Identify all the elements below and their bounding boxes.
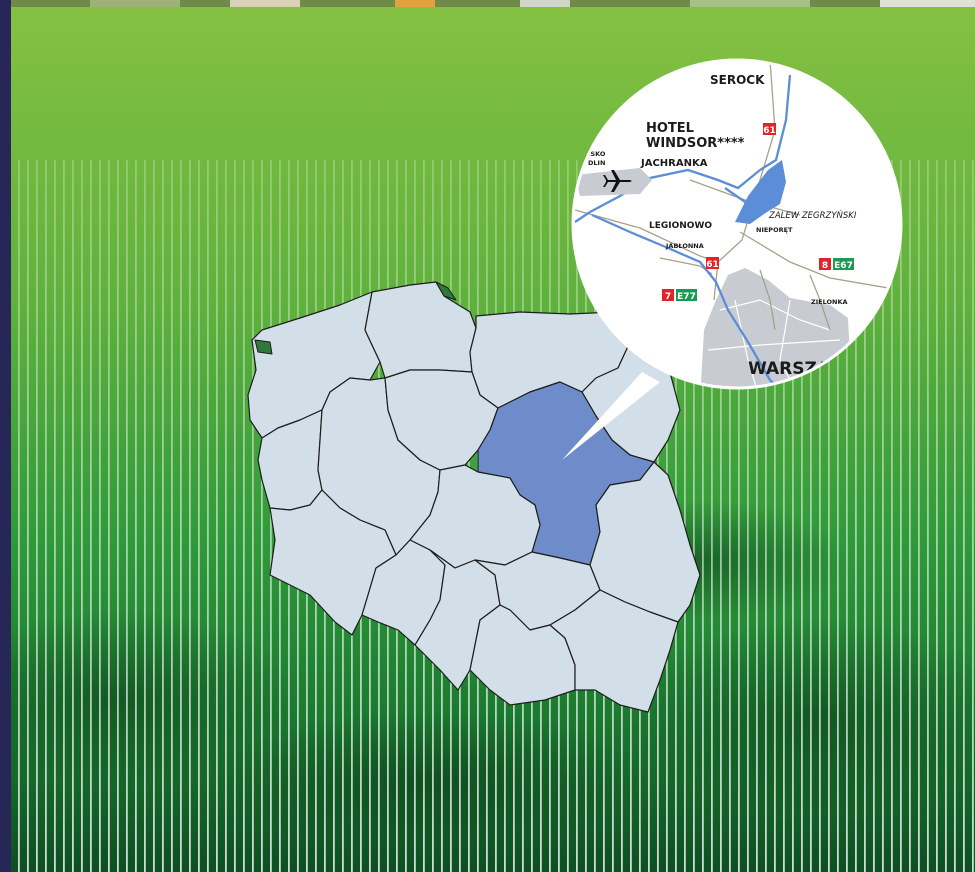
inset-map: SEROCK HOTEL WINDSOR**** ISKO DLIN JACHR… [571, 58, 903, 390]
inset-border [571, 58, 903, 390]
label-legionowo: LEGIONOWO [649, 221, 712, 231]
label-jachranka: JACHRANKA [640, 158, 708, 169]
label-hotel-line2: WINDSOR**** [646, 136, 745, 151]
label-nieporet: NIEPORĘT [756, 226, 793, 234]
label-airport-line2: DLIN [588, 159, 605, 167]
road-shield-7: 7 [662, 289, 674, 302]
road-shield-61-south: 61 [706, 257, 719, 270]
svg-text:61: 61 [706, 260, 719, 270]
svg-text:E67: E67 [834, 261, 853, 271]
road-shield-e77: E77 [676, 289, 697, 302]
airplane-icon [603, 170, 632, 192]
road-shield-8: 8 [819, 258, 831, 271]
label-zalew-zegrzynski: ZALEW ZEGRZYŃSKI [768, 209, 857, 221]
warsaw-urban-area [700, 268, 852, 388]
top-photo-strip [0, 0, 975, 7]
label-jablonna: JABŁONNA [665, 242, 704, 250]
road-shield-e67: E67 [833, 258, 854, 271]
left-side-band [0, 0, 11, 872]
inset-pointer [562, 372, 660, 460]
label-serock: SEROCK [710, 73, 765, 87]
label-hotel-line1: HOTEL [646, 121, 694, 136]
svg-text:61: 61 [763, 126, 776, 136]
poland-map [247, 281, 701, 713]
region-podkarpackie[interactable] [549, 589, 679, 713]
road-shield-61-north: 61 [763, 123, 776, 136]
svg-text:8: 8 [822, 261, 828, 271]
label-zielonka: ZIELONKA [811, 298, 848, 306]
svg-text:7: 7 [665, 292, 671, 302]
svg-text:E77: E77 [677, 292, 696, 302]
zegrzynskie-lake [735, 160, 786, 224]
label-airport-line1: ISKO [588, 150, 606, 158]
